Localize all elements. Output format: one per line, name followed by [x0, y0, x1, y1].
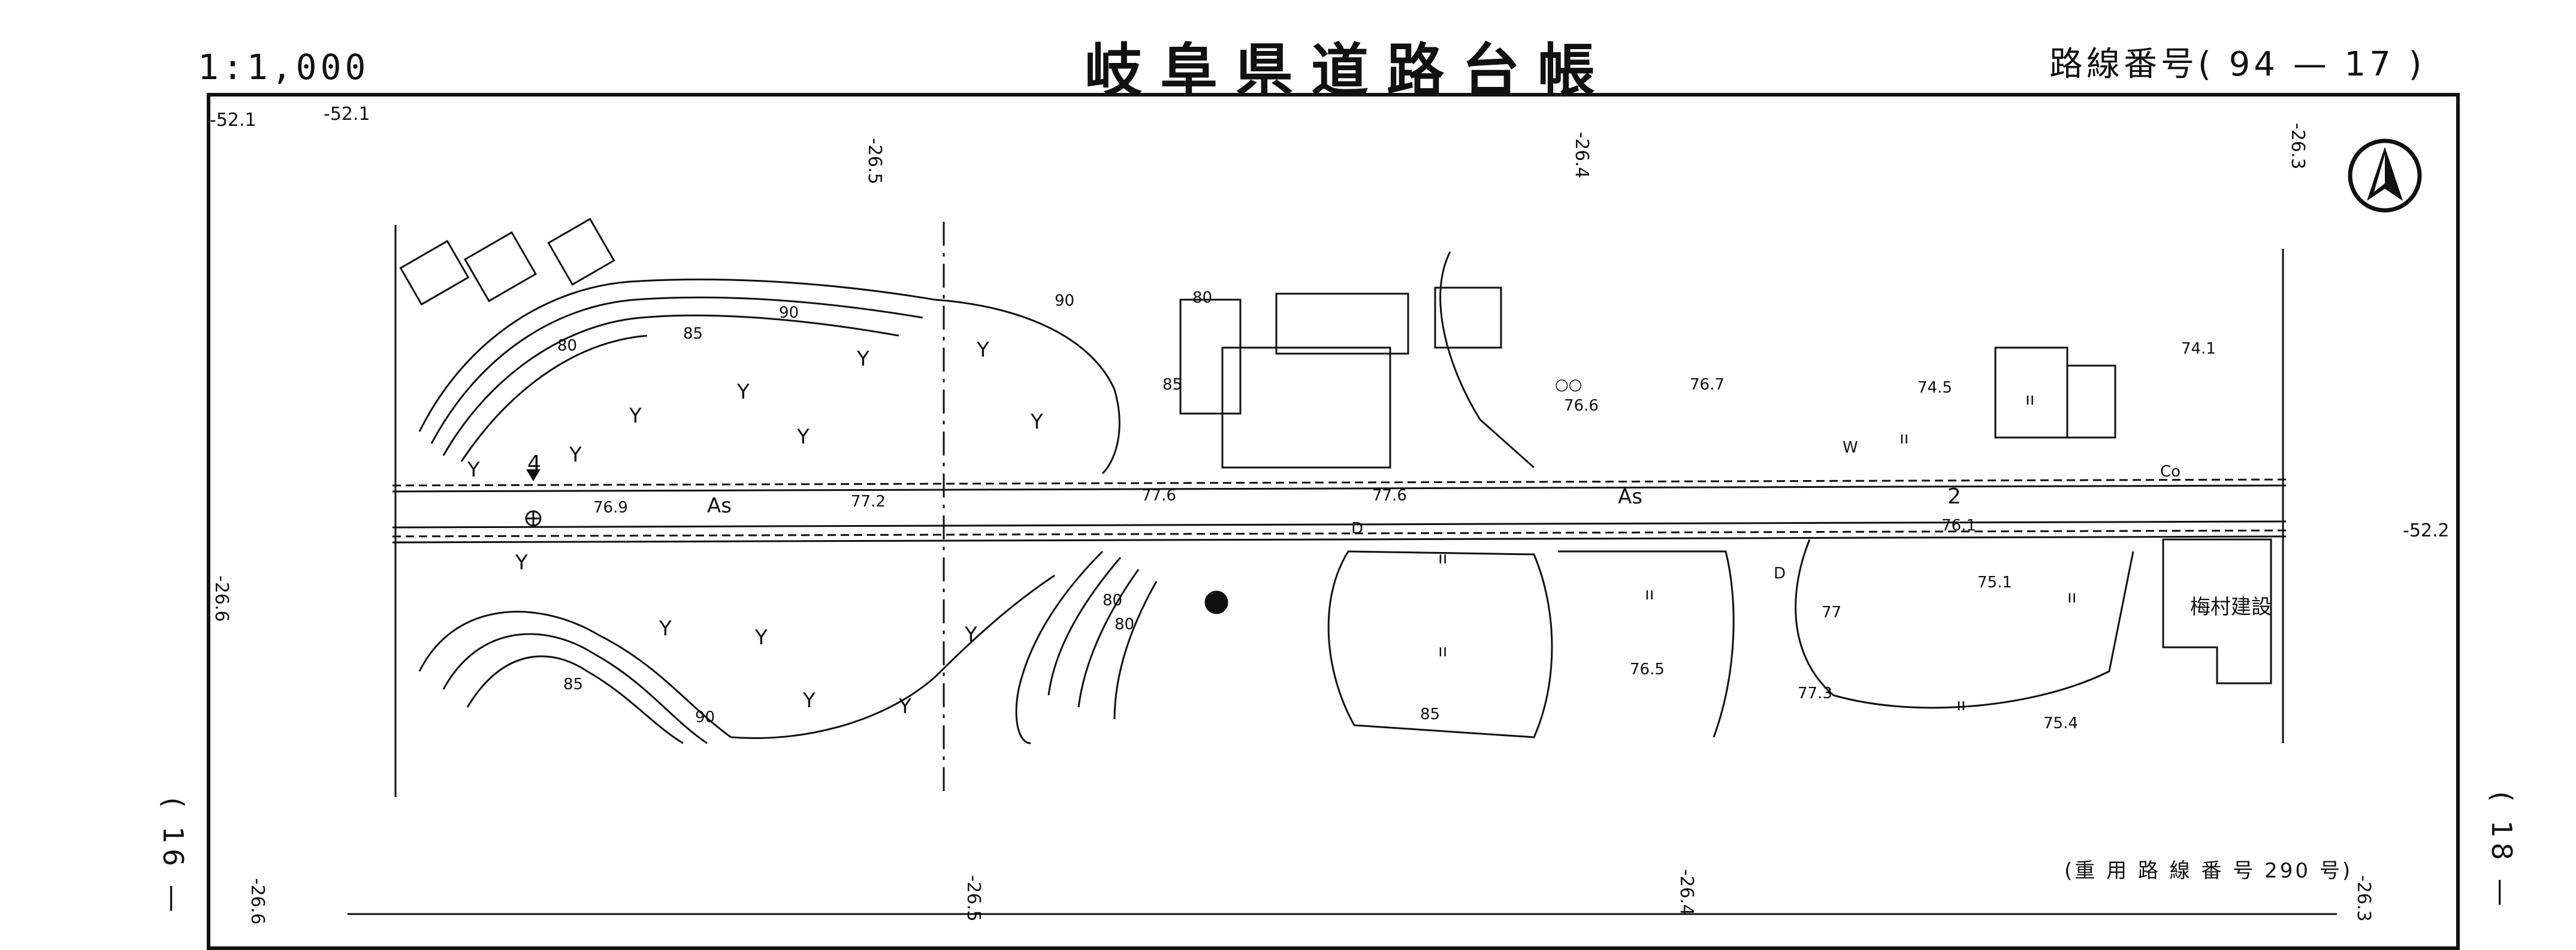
road-line-south	[392, 535, 2287, 544]
road-elevation-3: 77.6	[1141, 487, 1176, 505]
vegetation-symbol: Y	[467, 458, 480, 482]
vegetation-symbol: Y	[802, 689, 816, 713]
spot-height-6: 76.5	[1630, 661, 1665, 678]
road-number-marker: 4	[527, 451, 541, 476]
road-surface-label-1: As	[707, 494, 732, 518]
road-line-north	[392, 484, 2287, 493]
spot-height-4: 74.1	[2181, 340, 2216, 358]
spot-height-5: 75.1	[1977, 574, 2012, 592]
field-symbol: ıı	[2067, 587, 2077, 607]
grid-label-top-5: -26.3	[2287, 123, 2308, 170]
road-centerline	[392, 520, 2287, 529]
road-elevation-5: 76.1	[1941, 517, 1976, 535]
vegetation-symbol: Y	[515, 551, 528, 575]
grid-label-bottom-4: -26.3	[2353, 875, 2374, 922]
contour-label-6: 80	[1192, 289, 1212, 307]
main-route-number: (重 用 路 線 番 号 290 号)	[2064, 859, 2353, 883]
pair-symbol: ○○	[1555, 376, 1582, 394]
grid-label-bottom-3: -26.4	[1676, 869, 1697, 916]
grid-label-top-3: -26.5	[864, 138, 885, 185]
grid-label-top-1: -52.1	[210, 110, 256, 131]
road-edge-south	[392, 529, 2287, 538]
field-symbol: ıı	[1899, 428, 1909, 448]
grid-label-top-4: -26.4	[1571, 132, 1592, 179]
field-symbol: ıı	[1645, 584, 1654, 604]
grid-label-top-2: -52.1	[324, 104, 370, 125]
grid-label-bottom-1: -26.6	[247, 878, 268, 925]
contour-label-12: 77	[1822, 604, 1841, 622]
route-number: 路線番号( 94 — 17 )	[2049, 45, 2426, 84]
map-scale: 1:1,000	[198, 47, 370, 88]
contours-northwest	[418, 278, 1121, 475]
contours-south-middle	[1015, 550, 1158, 744]
road-symbols	[525, 510, 1228, 614]
vegetation-symbol: Y	[1030, 410, 1043, 434]
vegetation-symbol: Y	[736, 380, 750, 404]
north-arrow-icon	[2348, 138, 2422, 213]
contour-label-3: 90	[779, 304, 799, 322]
vegetation-symbol: Y	[964, 623, 977, 647]
co-label: Co	[2160, 463, 2181, 481]
vegetation-symbol: Y	[976, 338, 989, 362]
lane-marker: 2	[1947, 484, 1961, 509]
field-symbol: ıı	[1438, 641, 1448, 661]
field-symbol: ıı	[1438, 548, 1448, 568]
contours-southwest	[418, 574, 1055, 744]
buildings-northwest	[399, 218, 615, 306]
page-marker-right: ( 18 —	[2486, 791, 2518, 911]
contour-label-1: 80	[557, 337, 577, 355]
vegetation-symbol: Y	[629, 404, 642, 428]
drain-label-1: D	[1351, 520, 1363, 538]
spot-height-3: 74.5	[1917, 379, 1952, 397]
grid-label-right: -52.2	[2403, 520, 2450, 541]
road-elevation-1: 76.9	[593, 499, 628, 517]
field-outlines	[1179, 251, 2272, 738]
vegetation-symbol: Y	[856, 347, 869, 371]
field-symbol: ıı	[2025, 389, 2035, 409]
contour-label-2: 85	[683, 325, 703, 343]
well-label: W	[1843, 439, 1858, 457]
spot-height-8: 75.4	[2043, 714, 2078, 732]
contour-label-8: 90	[695, 708, 715, 726]
road-elevation-2: 77.2	[851, 493, 886, 511]
contour-label-4: 85	[563, 675, 583, 693]
vegetation-symbol: Y	[796, 425, 810, 449]
grid-label-bottom-2: -26.5	[963, 875, 984, 922]
spot-height-1: 76.7	[1690, 376, 1725, 394]
drain-label-2: D	[1774, 565, 1786, 583]
road-elevation-4: 77.6	[1372, 487, 1407, 505]
vegetation-symbol: Y	[569, 443, 582, 467]
contour-label-10: 80	[1115, 616, 1134, 634]
vegetation-symbol: Y	[898, 695, 911, 719]
benchmark-triangle-icon	[526, 469, 540, 481]
company-label: 梅村建設	[2190, 595, 2272, 619]
road-surface-label-2: As	[1618, 485, 1642, 509]
contour-label-9: 90	[1055, 292, 1074, 310]
vegetation-symbol: Y	[659, 617, 672, 641]
contour-label-11: 85	[1162, 376, 1182, 394]
contour-label-5: 80	[1103, 592, 1122, 610]
spot-height-2: 76.6	[1564, 397, 1599, 415]
spot-height-7: 77.3	[1798, 684, 1832, 702]
field-symbol: ıı	[1956, 695, 1966, 714]
page-marker-left: ( 16 —	[157, 797, 189, 917]
contour-label-7: 85	[1420, 705, 1440, 723]
vegetation-symbol: Y	[754, 626, 768, 650]
grid-label-left: -26.6	[211, 575, 232, 622]
road-edge-north	[392, 478, 2287, 487]
